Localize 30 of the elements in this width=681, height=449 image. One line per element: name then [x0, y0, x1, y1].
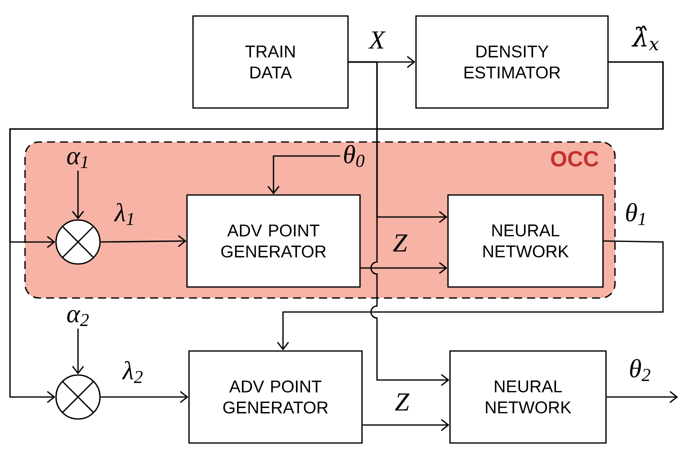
edge-label: θ$_{1}$: [626, 203, 645, 225]
arrow: [72, 328, 84, 374]
process-box: ADV POINT GENERATOR: [186, 194, 361, 288]
arrow: [100, 235, 186, 248]
edge-label: Z: [393, 234, 408, 252]
arrow: [348, 61, 450, 386]
process-box: TRAIN DATA: [192, 15, 349, 109]
arrow: [72, 170, 84, 220]
process-box: ADV POINT GENERATOR: [188, 350, 363, 444]
process-box: NEURAL NETWORK: [447, 194, 604, 288]
arrow: [360, 262, 448, 274]
process-box: DENSITY ESTIMATOR: [415, 15, 609, 109]
edge-label: λ$_{2}$: [122, 360, 143, 383]
math-label: α$_{1}$: [67, 152, 88, 168]
multiplier-circle: [55, 374, 101, 420]
edge-label: λ$_{1}$: [114, 202, 133, 225]
multiplier-circle: [55, 219, 101, 265]
edge-label: X: [368, 31, 386, 48]
arrow: [606, 390, 678, 403]
math-label: α$_{2}$: [67, 310, 89, 326]
edge-label: θ$_{2}$: [630, 359, 650, 381]
arrow: [268, 155, 340, 194]
process-box: NEURAL NETWORK: [449, 350, 607, 444]
arrow: [100, 390, 188, 403]
math-label: θ$_{0}$: [344, 144, 364, 168]
arrow: [9, 61, 664, 403]
edge-label: Z: [395, 393, 410, 410]
arrow: [277, 240, 664, 350]
edge-label: λ̂$_{x}$: [632, 26, 659, 50]
arrow: [362, 418, 450, 431]
